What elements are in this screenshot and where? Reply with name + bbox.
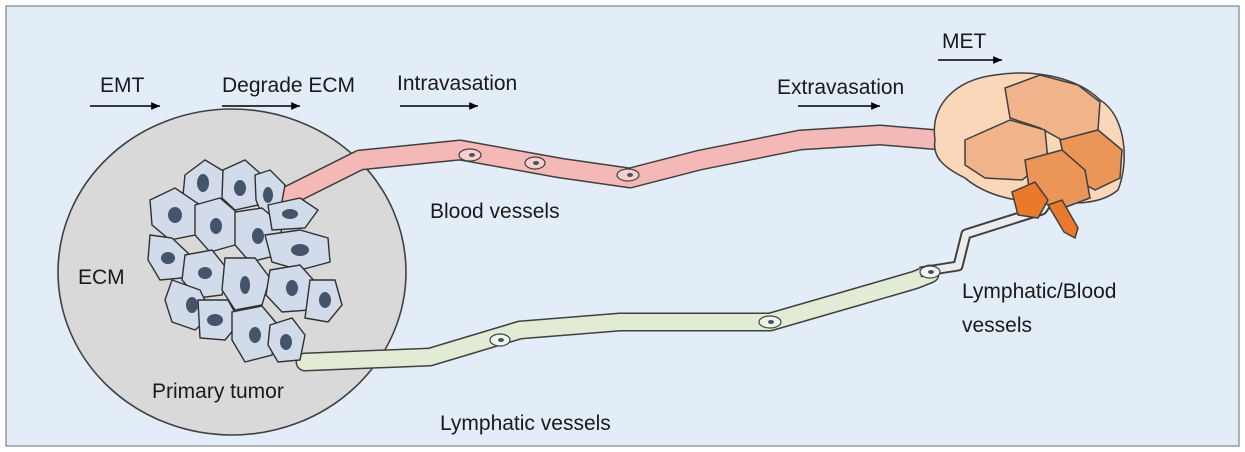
step-met-label: MET [942, 30, 987, 53]
blood-vessels-label: Blood vessels [430, 200, 560, 223]
primary-tumor-label: Primary tumor [152, 380, 284, 403]
circulating-cell [920, 266, 940, 278]
ecm-label: ECM [78, 266, 125, 289]
step-intravasation-label: Intravasation [397, 72, 517, 95]
lymphatic-blood-vessels-label-line2: vessels [962, 314, 1032, 337]
lymphatic-blood-vessels-label-line1: Lymphatic/Blood [962, 280, 1116, 303]
circulating-cell [759, 316, 781, 328]
circulating-cell [525, 157, 545, 169]
step-extravasation-label: Extravasation [777, 76, 904, 99]
step-emt-label: EMT [100, 74, 145, 97]
circulating-cell [490, 334, 510, 346]
lymphatic-vessels-label: Lymphatic vessels [440, 412, 611, 435]
circulating-cell [617, 169, 639, 181]
circulating-cell [459, 149, 481, 161]
step-degrade-ecm-label: Degrade ECM [222, 74, 355, 97]
